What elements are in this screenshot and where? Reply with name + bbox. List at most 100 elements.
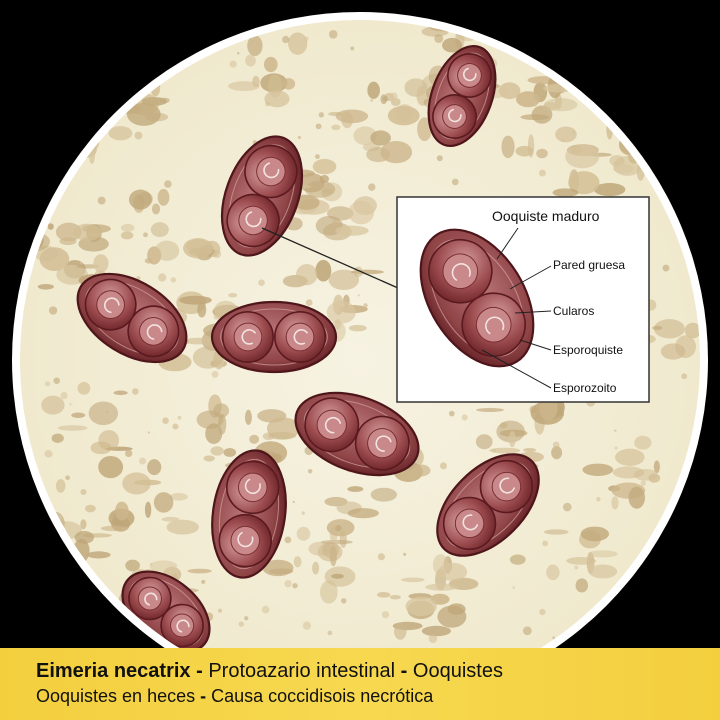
debris-speck bbox=[282, 35, 290, 44]
sporozoite bbox=[103, 297, 120, 314]
debris-particle bbox=[335, 109, 369, 124]
debris-speck bbox=[110, 47, 116, 53]
debris-particle bbox=[322, 541, 340, 558]
sporocyst-inner bbox=[457, 63, 482, 88]
debris-particle bbox=[582, 463, 614, 476]
debris-speck bbox=[681, 505, 688, 512]
debris-particle bbox=[568, 171, 600, 195]
debris-speck bbox=[596, 496, 601, 502]
debris-speck bbox=[162, 417, 169, 424]
debris-speck bbox=[390, 92, 398, 100]
debris-particle bbox=[389, 594, 401, 600]
debris-speck bbox=[164, 180, 172, 188]
debris-particle bbox=[370, 130, 391, 146]
debris-particle bbox=[100, 525, 127, 532]
debris-speck bbox=[644, 633, 652, 641]
oocyst bbox=[211, 449, 287, 579]
caption-protozoan: Protoazario intestinal bbox=[208, 660, 396, 682]
debris-speck bbox=[451, 178, 459, 186]
debris-particle bbox=[412, 464, 431, 477]
oocyst-inner bbox=[220, 308, 328, 366]
debris-speck bbox=[368, 183, 376, 191]
debris-particle bbox=[37, 283, 54, 290]
debris-particle bbox=[523, 447, 537, 453]
debris-particle bbox=[312, 158, 337, 175]
debris-speck bbox=[36, 602, 46, 612]
inset-title: Ooquiste maduro bbox=[492, 208, 600, 224]
debris-particle bbox=[169, 492, 188, 501]
debris-particle bbox=[24, 498, 35, 520]
caption-bar: Eimeria necatrix - Protoazario intestina… bbox=[0, 648, 720, 720]
debris-particle bbox=[20, 525, 31, 534]
debris-particle bbox=[203, 455, 215, 462]
debris-particle bbox=[71, 412, 86, 418]
debris-speck bbox=[213, 313, 220, 320]
debris-speck bbox=[327, 630, 333, 636]
debris-speck bbox=[340, 598, 347, 604]
debris-speck bbox=[97, 196, 106, 205]
debris-speck bbox=[69, 403, 72, 406]
debris-particle bbox=[652, 325, 663, 331]
debris-speck bbox=[552, 441, 560, 449]
inset-mature-oocyst bbox=[419, 228, 535, 368]
sporocyst-inner bbox=[442, 253, 479, 290]
sporocyst-inner bbox=[367, 428, 398, 459]
sporozoite bbox=[144, 592, 158, 606]
debris-particle bbox=[489, 447, 521, 454]
debris-speck bbox=[261, 605, 270, 614]
debris-particle bbox=[70, 142, 80, 156]
sporocyst-inner bbox=[96, 290, 125, 320]
debris-particle bbox=[546, 564, 560, 581]
debris-particle bbox=[393, 622, 407, 640]
sporozoite bbox=[244, 478, 261, 495]
debris-speck bbox=[328, 30, 338, 39]
inset-box: Ooquiste maduro Pared gruesa Cularos Esp… bbox=[396, 196, 650, 403]
debris-particle bbox=[476, 407, 504, 413]
debris-particle bbox=[98, 455, 124, 479]
sporozoite bbox=[241, 329, 256, 345]
debris-particle bbox=[166, 519, 199, 535]
debris-speck bbox=[448, 410, 455, 417]
debris-particle bbox=[228, 81, 260, 91]
debris-particle bbox=[252, 75, 260, 88]
debris-speck bbox=[124, 449, 133, 458]
debris-speck bbox=[377, 553, 386, 561]
debris-particle bbox=[442, 37, 463, 53]
debris-particle bbox=[552, 188, 579, 197]
debris-particle bbox=[77, 381, 91, 395]
debris-speck bbox=[640, 480, 647, 486]
debris-particle bbox=[126, 102, 161, 126]
debris-particle bbox=[543, 102, 558, 111]
debris-particle bbox=[125, 559, 140, 572]
debris-speck bbox=[237, 52, 240, 55]
debris-particle bbox=[417, 117, 432, 142]
debris-particle bbox=[41, 395, 65, 415]
debris-speck bbox=[292, 500, 295, 504]
debris-speck bbox=[614, 446, 618, 450]
sporozoite bbox=[324, 416, 342, 434]
debris-speck bbox=[244, 616, 249, 621]
sporocyst-inner bbox=[170, 613, 195, 638]
sporozoite bbox=[448, 108, 462, 123]
sporozoite bbox=[375, 435, 392, 452]
debris-particle bbox=[633, 469, 658, 481]
debris-speck bbox=[86, 66, 95, 75]
debris-speck bbox=[301, 511, 305, 515]
debris-particle bbox=[187, 568, 212, 574]
debris-particle bbox=[366, 147, 391, 163]
label-esporoquiste: Esporoquiste bbox=[553, 343, 623, 357]
debris-speck bbox=[661, 153, 668, 160]
debris-particle bbox=[594, 69, 602, 79]
debris-particle bbox=[447, 603, 466, 615]
debris-speck bbox=[44, 381, 51, 387]
debris-particle bbox=[73, 223, 102, 241]
debris-particle bbox=[579, 77, 601, 92]
oocyst-inner bbox=[434, 52, 490, 140]
debris-speck bbox=[60, 391, 68, 400]
debris-speck bbox=[114, 447, 117, 450]
debris-particle bbox=[376, 591, 391, 598]
debris-particle bbox=[262, 559, 294, 577]
debris-speck bbox=[492, 448, 496, 452]
debris-speck bbox=[517, 46, 521, 50]
debris-speck bbox=[357, 294, 360, 297]
